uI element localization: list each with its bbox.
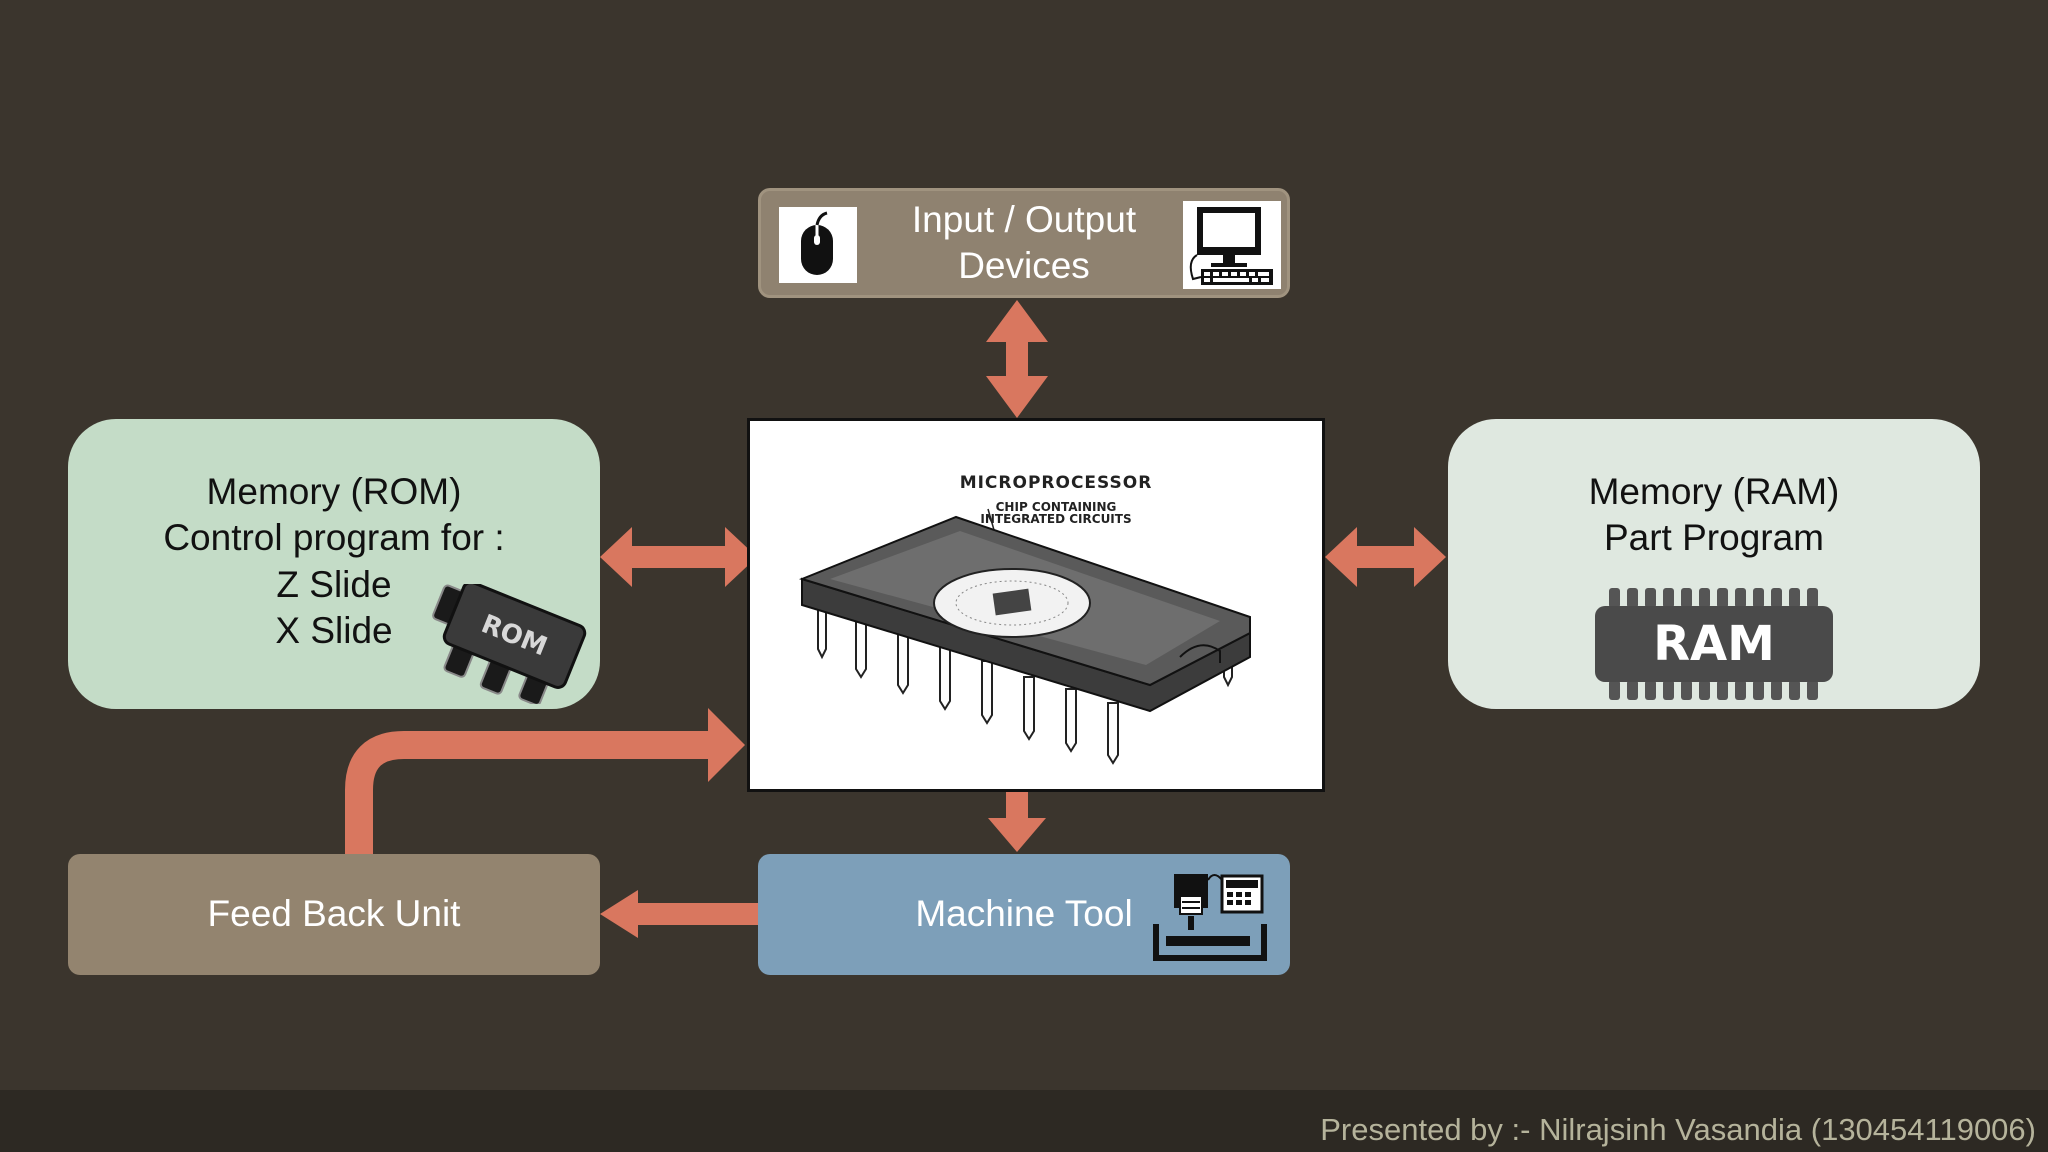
rom-cpu-arrow (600, 527, 757, 587)
feedback-cpu-arrow (345, 731, 712, 854)
cpu-machine-arrow (988, 792, 1046, 852)
machine-tool-box: Machine Tool (758, 854, 1290, 975)
cnc-machine-icon (1153, 874, 1267, 961)
ram-chip-icon: RAM (1595, 588, 1833, 700)
feedback-cpu-arrowhead (708, 708, 745, 782)
rom-label-line3: Z Slide (276, 563, 392, 605)
mouse-icon (779, 207, 857, 283)
io-devices-label: Input / Output Devices (912, 197, 1136, 290)
rom-chip-icon: ROM (432, 584, 587, 704)
computer-icon (1183, 201, 1281, 289)
feedback-unit-label: Feed Back Unit (207, 893, 461, 935)
io-label-line2: Devices (958, 245, 1090, 286)
io-devices-box: Input / Output Devices (758, 188, 1290, 298)
microprocessor-chip-image (798, 508, 1251, 765)
microprocessor-title: MICROPROCESSOR (959, 473, 1153, 493)
ram-label-line1: Memory (RAM) (1588, 471, 1840, 512)
ram-chip-text: RAM (1653, 616, 1775, 672)
memory-rom-box: Memory (ROM) Control program for : Z Sli… (68, 419, 600, 709)
rom-label: Memory (ROM) Control program for : Z Sli… (163, 469, 504, 654)
machine-tool-label: Machine Tool (915, 893, 1133, 935)
cpu-ram-arrow (1325, 527, 1446, 587)
rom-label-line1: Memory (ROM) (206, 471, 462, 512)
rom-label-line4: X Slide (275, 609, 393, 651)
ram-label: Memory (RAM) Part Program (1589, 469, 1840, 562)
feedback-unit-box: Feed Back Unit (68, 854, 600, 975)
memory-ram-box: Memory (RAM) Part Program RAM (1448, 419, 1980, 709)
microprocessor-subtitle: CHIP CONTAINING INTEGRATED CIRCUITS (750, 501, 1322, 525)
microprocessor-subtitle-line1: CHIP CONTAINING (995, 500, 1117, 514)
io-label-line1: Input / Output (911, 198, 1137, 240)
rom-label-line2: Control program for : (163, 517, 505, 559)
microprocessor-subtitle-line2: INTEGRATED CIRCUITS (980, 512, 1132, 526)
machine-feedback-arrow (600, 890, 758, 938)
ram-label-line2: Part Program (1603, 517, 1824, 559)
footer-bar: Presented by :- Nilrajsinh Vasandia (130… (0, 1090, 2048, 1152)
presenter-credit: Presented by :- Nilrajsinh Vasandia (130… (1320, 1112, 2036, 1147)
microprocessor-box: MICROPROCESSOR CHIP CONTAINING INTEGRATE… (747, 418, 1325, 792)
io-cpu-arrow (986, 300, 1048, 418)
